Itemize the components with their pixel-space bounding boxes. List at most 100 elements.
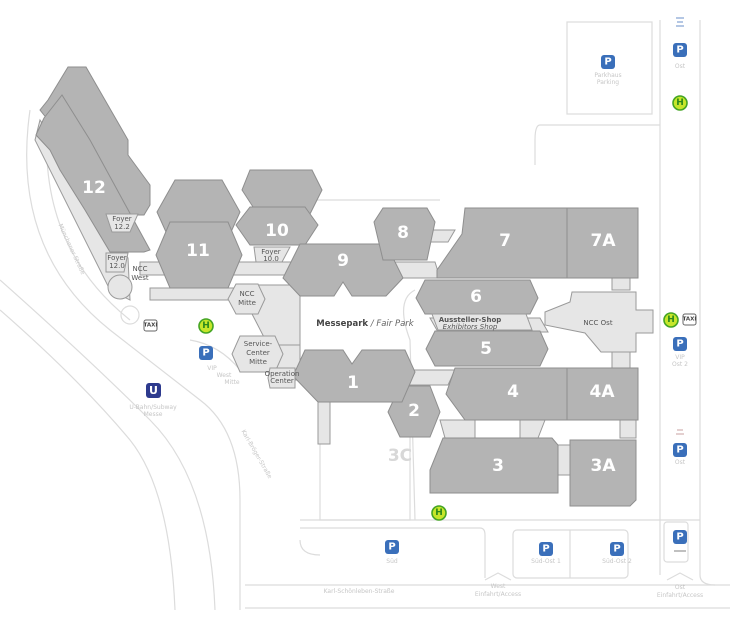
hall-label-11: 11 (186, 241, 210, 261)
bus-stop-icon-west[interactable]: H (198, 318, 214, 334)
svg-text:P: P (542, 544, 549, 555)
svg-text:Süd-Ost 2: Süd-Ost 2 (602, 558, 632, 565)
hall-4[interactable] (445, 367, 568, 421)
hall-label-2: 2 (408, 401, 420, 421)
ncc-mitte (227, 283, 266, 315)
svg-text:U-Bahn/Subway: U-Bahn/Subway (129, 404, 177, 411)
bus-stop-icon-ost-top[interactable]: H (672, 95, 688, 111)
hall-12-lower[interactable] (35, 94, 151, 253)
svg-text:Ost: Ost (675, 63, 686, 70)
hall-3A[interactable] (569, 439, 637, 507)
hall-label-10: 10 (265, 221, 289, 241)
halls (35, 66, 639, 507)
svg-text:Süd: Süd (386, 558, 398, 565)
svg-text:Einfahrt/Access: Einfahrt/Access (475, 591, 521, 598)
svg-text:H: H (667, 315, 675, 325)
parking-icon-vip-west[interactable]: P (199, 346, 213, 360)
svg-text:Foyer: Foyer (112, 215, 132, 223)
hall-8[interactable] (373, 207, 436, 261)
taxi-stands: TAXI TAXI (143, 313, 697, 332)
parking-icon-sued-ost1[interactable]: P (539, 542, 553, 556)
parking-icon-sued[interactable]: P (385, 540, 399, 554)
svg-text:Service-: Service- (244, 340, 273, 348)
svg-text:Center: Center (246, 349, 270, 357)
svg-text:Center: Center (270, 377, 294, 385)
park-label: Messepark / Fair Park (316, 319, 415, 329)
svg-text:Operation: Operation (265, 370, 300, 378)
hall-1[interactable] (292, 349, 416, 403)
svg-text:P: P (613, 544, 620, 555)
ncc-west-rotunda (107, 274, 133, 300)
hall-label-4: 4 (507, 382, 519, 402)
parking-icon-parkhaus[interactable]: P (601, 55, 615, 69)
parking-icon-sued-ost2[interactable]: P (610, 542, 624, 556)
roads (0, 20, 730, 611)
svg-text:Einfahrt/Access: Einfahrt/Access (657, 592, 703, 599)
foyer-12-0 (105, 252, 129, 273)
svg-text:Parking: Parking (597, 79, 619, 86)
hall-label-7A: 7A (591, 231, 617, 251)
bus-stops: H H H H (198, 95, 688, 521)
hall-label-9: 9 (337, 251, 349, 271)
svg-text:P: P (676, 445, 683, 456)
svg-text:Mitte: Mitte (224, 379, 240, 386)
svg-text:Karl-Schönleben-Straße: Karl-Schönleben-Straße (324, 588, 395, 595)
svg-text:Messe: Messe (144, 411, 163, 418)
svg-text:Exhibitors Shop: Exhibitors Shop (443, 323, 498, 331)
svg-text:West: West (491, 583, 506, 590)
hall-label-8: 8 (397, 223, 409, 243)
hall-6[interactable] (415, 279, 539, 315)
ncc-ost (544, 291, 654, 353)
hall-4A[interactable] (566, 367, 639, 421)
svg-text:Foyer: Foyer (107, 254, 127, 262)
svg-text:VIP: VIP (675, 354, 685, 361)
svg-text:Karl-Bröger-Straße: Karl-Bröger-Straße (239, 429, 273, 481)
taxi-icon-ost[interactable]: TAXI (682, 313, 697, 326)
svg-text:P: P (676, 339, 683, 350)
svg-text:VIP: VIP (207, 365, 217, 372)
svg-text:P: P (604, 57, 611, 68)
svg-text:NCC: NCC (132, 265, 147, 273)
svg-text:NCC: NCC (239, 290, 254, 298)
svg-text:H: H (202, 321, 210, 331)
parking-icon-vip-ost2[interactable]: P (673, 337, 687, 351)
svg-text:Süd-Ost 1: Süd-Ost 1 (531, 558, 561, 565)
hall-7A[interactable] (566, 207, 639, 279)
svg-text:P: P (676, 532, 683, 543)
hall-3[interactable] (429, 437, 559, 494)
parking-icon-ost-top[interactable]: P (673, 43, 687, 57)
svg-text:West: West (131, 274, 148, 282)
svg-text:Ost 2: Ost 2 (672, 361, 688, 368)
taxi-icon-west[interactable]: TAXI (143, 319, 158, 332)
parking-icons: P Parkhaus Parking P Ost P VIP West Mitt… (199, 17, 688, 565)
subway-icon[interactable]: U (146, 383, 161, 398)
hall-label-6: 6 (470, 287, 482, 307)
foyers (105, 213, 654, 389)
parking-icon-ost-mid[interactable]: P (673, 443, 687, 457)
svg-text:TAXI: TAXI (144, 323, 158, 329)
parking-icon-ost-bottom[interactable]: P (673, 530, 687, 544)
hall-11-lower[interactable] (155, 221, 243, 289)
hall-label-7: 7 (499, 231, 511, 251)
exhibitor-shop (431, 313, 533, 331)
svg-text:Ost: Ost (675, 459, 686, 466)
svg-text:H: H (435, 508, 443, 518)
bus-stop-icon-ost[interactable]: H (663, 312, 679, 328)
svg-text:Ost: Ost (675, 584, 686, 591)
svg-text:Parkhaus: Parkhaus (594, 72, 621, 79)
svg-text:P: P (388, 542, 395, 553)
svg-text:Aussteller-Shop: Aussteller-Shop (439, 316, 502, 324)
hall-label-4A: 4A (590, 382, 616, 402)
svg-text:12.0: 12.0 (109, 262, 125, 270)
svg-text:Mitte: Mitte (238, 299, 256, 307)
svg-text:P: P (202, 348, 209, 359)
bus-stop-icon-sued[interactable]: H (431, 505, 447, 521)
hall-label-1: 1 (347, 373, 359, 393)
hall-5[interactable] (425, 330, 549, 367)
foyer-10-0 (253, 246, 291, 263)
svg-text:H: H (676, 98, 684, 108)
hall-9[interactable] (282, 243, 404, 297)
hall-label-3: 3 (492, 456, 504, 476)
svg-text:NCC Ost: NCC Ost (583, 319, 612, 327)
